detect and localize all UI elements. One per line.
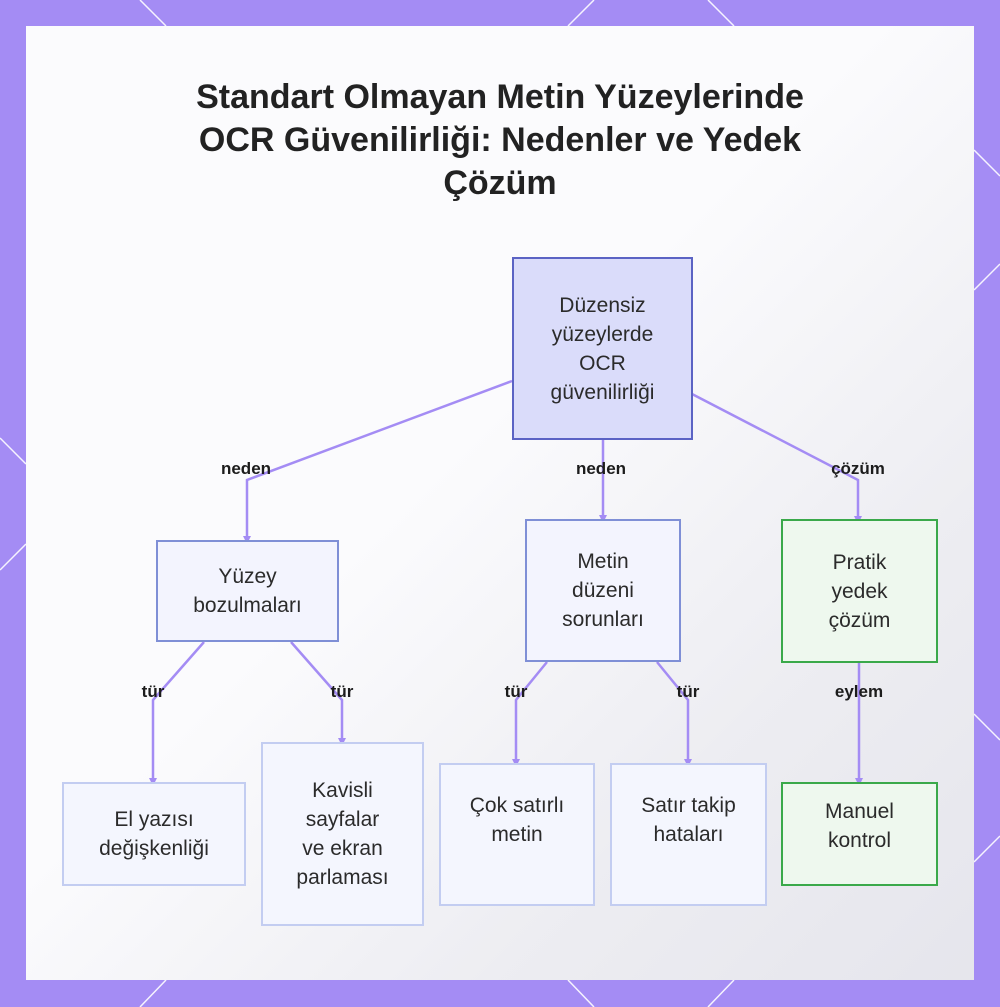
node-multiline-line: metin xyxy=(491,822,543,846)
node-layout-line: sorunları xyxy=(562,608,644,631)
node-layout-problems: Metin düzeni sorunları xyxy=(525,519,681,662)
edge-root-solution xyxy=(691,392,862,524)
edge-label-root-solution: çözüm xyxy=(831,459,885,478)
edge-root-surface xyxy=(243,379,513,544)
node-handwriting-variability: El yazısı değişkenliği xyxy=(62,782,246,886)
node-curved-line: Kavisli xyxy=(312,779,373,802)
node-root-line: Düzensiz xyxy=(559,293,646,317)
node-surface-line: Yüzey xyxy=(218,565,277,588)
node-tracking-line: hataları xyxy=(653,822,724,846)
edge-label-surface-curved: tür xyxy=(330,682,354,701)
node-handwriting-line: değişkenliği xyxy=(99,837,209,860)
node-manual-check: Manuel kontrol xyxy=(781,782,938,886)
node-root: Düzensiz yüzeylerde OCR güvenilirliği xyxy=(512,257,693,440)
node-surface-distortions: Yüzey bozulmaları xyxy=(156,540,339,642)
title-line-3: Çözüm xyxy=(443,164,557,202)
node-layout-line: Metin xyxy=(577,550,629,573)
node-tracking-line: Satır takip xyxy=(641,793,736,817)
node-solution-line: Pratik xyxy=(832,550,887,574)
node-curved-line: ve ekran xyxy=(302,837,383,860)
node-manual-line: Manuel xyxy=(825,800,894,823)
node-curved-line: parlaması xyxy=(296,866,389,889)
node-solution-line: çözüm xyxy=(828,608,891,632)
node-surface-line: bozulmaları xyxy=(193,594,302,617)
node-manual-line: kontrol xyxy=(827,829,891,852)
node-solution-line: yedek xyxy=(831,579,888,603)
node-curved-line: sayfalar xyxy=(305,808,380,831)
edge-label-layout-tracking: tür xyxy=(676,682,700,701)
node-root-line: OCR xyxy=(579,351,626,375)
title-line-1: Standart Olmayan Metin Yüzeylerinde xyxy=(196,78,804,116)
edge-layout-multiline xyxy=(512,661,548,767)
node-handwriting-line: El yazısı xyxy=(114,808,194,831)
node-layout-line: düzeni xyxy=(572,579,634,602)
diagram-title: Standart Olmayan Metin Yüzeylerinde OCR … xyxy=(100,76,900,205)
node-root-line: yüzeylerde xyxy=(551,322,654,346)
edge-label-layout-multiline: tür xyxy=(504,682,528,701)
node-root-line: güvenilirliği xyxy=(550,380,655,404)
node-curved-pages-glare: Kavisli sayfalar ve ekran parlaması xyxy=(261,742,424,926)
edge-label-root-surface: neden xyxy=(220,459,272,478)
edge-layout-tracking xyxy=(656,661,692,767)
node-multiline-text: Çok satırlı metin xyxy=(439,763,595,906)
title-line-2: OCR Güvenilirliği: Nedenler ve Yedek xyxy=(198,121,802,159)
edge-surface-handwriting xyxy=(149,641,205,786)
edge-surface-curved xyxy=(290,641,346,746)
edge-label-solution-manual: eylem xyxy=(834,682,884,701)
edge-label-root-layout: neden xyxy=(575,459,627,478)
node-multiline-line: Çok satırlı xyxy=(469,793,565,817)
node-practical-solution: Pratik yedek çözüm xyxy=(781,519,938,663)
node-line-tracking-errors: Satır takip hataları xyxy=(610,763,767,906)
edge-label-surface-handwriting: tür xyxy=(141,682,165,701)
